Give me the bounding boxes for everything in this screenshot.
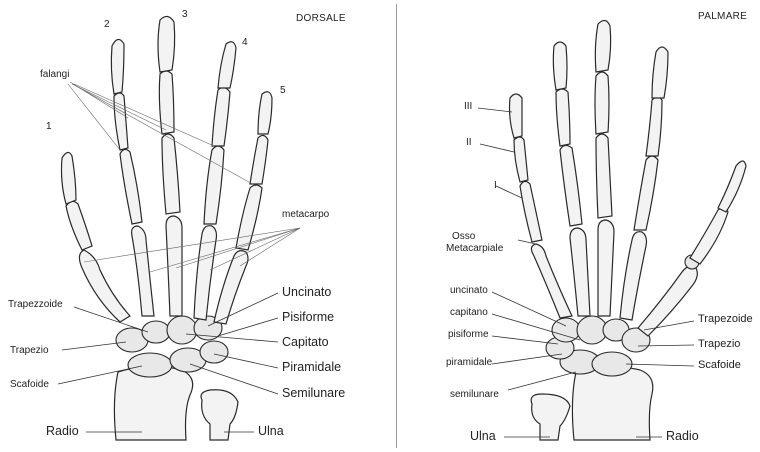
fingerIV-middle xyxy=(556,89,570,146)
label-semilunare: Semilunare xyxy=(282,387,345,400)
palmar-view-title: PALMARE xyxy=(698,12,747,22)
label-piramidale: Piramidale xyxy=(282,361,341,374)
dorsal-view-title: DORSALE xyxy=(296,14,346,24)
finger-number-1: 1 xyxy=(46,122,52,132)
label-trapezzoide: Trapezzoide xyxy=(8,300,63,310)
label-ulna: Ulna xyxy=(470,430,496,443)
finger3-metacarpal xyxy=(166,216,182,316)
finger2-proximal xyxy=(120,149,142,224)
finger4-middle xyxy=(212,87,230,146)
fingerIV-metacarpal xyxy=(570,228,590,316)
finger-number-5: 5 xyxy=(280,86,286,96)
label-roman-iii: III xyxy=(464,102,472,112)
finger5-metacarpal xyxy=(214,251,248,324)
label-pisiforme: pisiforme xyxy=(448,330,489,340)
label-ulna: Ulna xyxy=(258,425,284,438)
capitato-bone xyxy=(167,316,197,344)
finger3-middle xyxy=(159,71,174,134)
label-osso: Osso xyxy=(452,232,475,242)
dorsal-view-panel: DORSALE 1 2 3 4 5 falangi metacarpo Trap… xyxy=(0,0,380,452)
finger-number-2: 2 xyxy=(104,20,110,30)
ulna-bone xyxy=(531,394,570,440)
label-trapezio: Trapezio xyxy=(698,339,740,350)
finger4-metacarpal xyxy=(194,226,217,320)
finger2-middle xyxy=(114,93,128,150)
label-uncinato: uncinato xyxy=(450,286,488,296)
label-trapezoide: Trapezoide xyxy=(698,314,753,325)
thumb-distal-phalanx xyxy=(62,152,77,204)
fingerIV-distal xyxy=(553,42,567,90)
finger-number-4: 4 xyxy=(242,38,248,48)
fingerV-metacarpal xyxy=(531,244,572,318)
thumb-proximal-phalanx xyxy=(690,207,728,264)
piramidale-bone xyxy=(200,341,228,363)
palmar-hand-drawing xyxy=(400,0,760,452)
radius-bone xyxy=(572,366,652,440)
fingerIII-metacarpal xyxy=(598,220,614,316)
fingerIII-distal xyxy=(595,20,610,72)
label-capitano: capitano xyxy=(450,308,488,318)
finger3-distal xyxy=(158,16,175,72)
finger5-distal xyxy=(258,92,272,134)
fingerII-metacarpal xyxy=(620,232,647,320)
fingerII-proximal xyxy=(634,156,658,230)
finger4-distal xyxy=(218,42,236,88)
fingerV-distal xyxy=(510,94,523,138)
label-roman-i: I xyxy=(494,181,497,191)
finger2-distal xyxy=(111,39,124,94)
label-scafoide: Scafoide xyxy=(698,360,741,371)
label-falangi: falangi xyxy=(40,70,69,80)
label-metacarpo: metacarpo xyxy=(282,210,329,220)
fingerIII-proximal xyxy=(596,134,612,218)
label-radio: Radio xyxy=(666,430,699,443)
label-metacarpiale: Metacarpiale xyxy=(446,244,503,254)
fingerIII-middle xyxy=(595,72,609,134)
thumb-distal-phalanx xyxy=(718,161,746,212)
label-semilunare: semilunare xyxy=(450,390,499,400)
label-roman-ii: II xyxy=(466,138,472,148)
label-piramidale: piramidale xyxy=(446,358,492,368)
fingerV-proximal xyxy=(520,181,542,242)
radius-bone xyxy=(114,366,192,440)
label-pisiforme: Pisiforme xyxy=(282,311,334,324)
finger3-proximal xyxy=(162,134,180,214)
fingerV-middle xyxy=(514,137,528,182)
label-trapezio: Trapezio xyxy=(10,346,49,356)
finger4-proximal xyxy=(204,146,224,224)
label-radio: Radio xyxy=(46,425,79,438)
thumb-proximal-phalanx xyxy=(66,201,92,250)
fingerII-middle xyxy=(646,97,662,156)
label-scafoide: Scafoide xyxy=(10,380,49,390)
trapezzoide-bone xyxy=(142,321,170,343)
ulna-bone xyxy=(201,390,238,440)
palmar-view-panel: PALMARE III II I Osso Metacarpiale uncin… xyxy=(400,0,760,452)
fingerIV-proximal xyxy=(560,145,582,226)
dorsal-hand-drawing xyxy=(0,0,380,452)
finger2-metacarpal xyxy=(132,226,154,316)
label-uncinato: Uncinato xyxy=(282,286,331,299)
label-capitato: Capitato xyxy=(282,336,329,349)
fingerII-distal xyxy=(652,47,668,98)
scafoide-bone xyxy=(128,353,172,377)
finger-number-3: 3 xyxy=(182,10,188,20)
panel-divider xyxy=(396,4,397,448)
finger5-middle xyxy=(250,135,268,184)
